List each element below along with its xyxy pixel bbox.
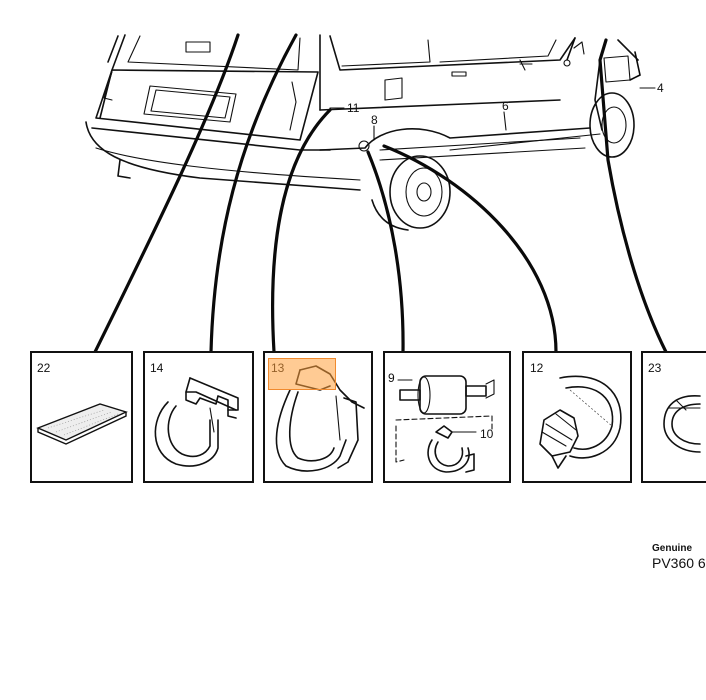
selection-highlight [268,358,336,390]
hose-clamp-icon [539,375,622,469]
part-box-22[interactable]: 22 [30,351,133,483]
box-label-12: 12 [530,361,544,375]
leader-lines [93,33,668,354]
callout-11: 11 [347,101,360,115]
callout-4: 4 [657,81,664,95]
pad-icon [36,403,128,445]
footer-part-number: PV360 6 [652,555,706,571]
callout-8: 8 [371,113,378,127]
box-label-22: 22 [37,361,51,375]
box-label-10: 10 [480,427,494,441]
fuel-filter-icon [395,375,495,463]
box-label-9: 9 [388,371,395,385]
clamp-icon [427,425,477,473]
box-label-23: 23 [648,361,662,375]
part-box-12[interactable]: 12 [522,351,632,483]
callout-6: 6 [502,99,509,113]
footer-genuine: Genuine [652,543,693,554]
clip-icon [154,377,239,467]
part-box-14[interactable]: 14 [143,351,254,483]
part-box-23[interactable]: 23 [641,351,706,483]
car-illustration [85,34,639,231]
box-label-14: 14 [150,361,164,375]
part-box-9-10[interactable]: 9 10 [383,351,511,483]
ring-clamp-icon [663,395,701,453]
